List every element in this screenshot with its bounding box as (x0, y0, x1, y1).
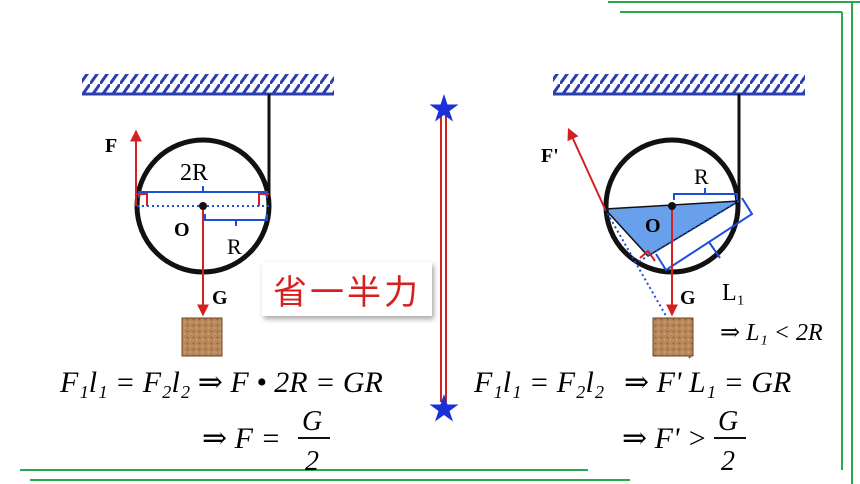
left-radius-label: R (227, 234, 242, 259)
right-weight-block (652, 317, 694, 357)
right-force-arrow (567, 127, 606, 210)
equations: F₁l₁ = F₂l₂ ⇒ F • 2R = GR ⇒ F = G 2 ⇒ L₁… (59, 320, 823, 477)
right-arm-label: L₁ (722, 280, 745, 306)
right-pulley-diagram: F' R O L₁ G (541, 74, 805, 359)
left-center-point (199, 202, 207, 210)
left-result-denominator: 2 (305, 446, 319, 477)
right-right-angle-mark (639, 249, 656, 262)
top-star-icon (429, 94, 459, 122)
left-result-numerator: G (302, 406, 322, 437)
left-equation: F₁l₁ = F₂l₂ ⇒ F • 2R = GR (59, 366, 383, 399)
right-result-denominator: 2 (721, 446, 735, 477)
right-weight-label: G (680, 287, 696, 309)
right-radius-bracket (673, 193, 738, 200)
half-force-badge: 省一半力 (262, 262, 432, 316)
left-pulley-diagram: F 2R O R G (82, 74, 334, 357)
right-equation-left: F₁l₁ = F₂l₂ (473, 366, 604, 399)
left-ceiling-hatch (82, 74, 334, 94)
left-result-prefix: ⇒ F = (202, 422, 281, 455)
right-center-label: O (645, 215, 661, 237)
right-center-point (668, 202, 676, 210)
badge-text: 省一半力 (273, 272, 421, 313)
right-ceiling-hatch (553, 74, 805, 94)
left-weight-block (181, 317, 223, 357)
right-equation-right: ⇒ F' L₁ = GR (624, 366, 791, 399)
right-inequality: ⇒ L₁ < 2R (720, 320, 823, 346)
right-result-prefix: ⇒ F' > (622, 422, 707, 455)
left-center-label: O (174, 219, 190, 241)
right-force-label: F' (541, 145, 559, 167)
bottom-star-icon (429, 394, 459, 422)
right-radius-label: R (694, 164, 709, 189)
left-radius-bracket (204, 214, 268, 221)
frame-lines (20, 1, 860, 484)
left-weight-label: G (212, 287, 228, 309)
left-force-label: F (105, 135, 117, 157)
left-diameter-label: 2R (180, 160, 208, 186)
left-diameter-bracket (138, 191, 268, 198)
right-result-numerator: G (718, 406, 738, 437)
right-dotted-line-extended (604, 208, 691, 359)
left-right-angle-mark (137, 193, 148, 206)
center-divider (429, 94, 459, 422)
